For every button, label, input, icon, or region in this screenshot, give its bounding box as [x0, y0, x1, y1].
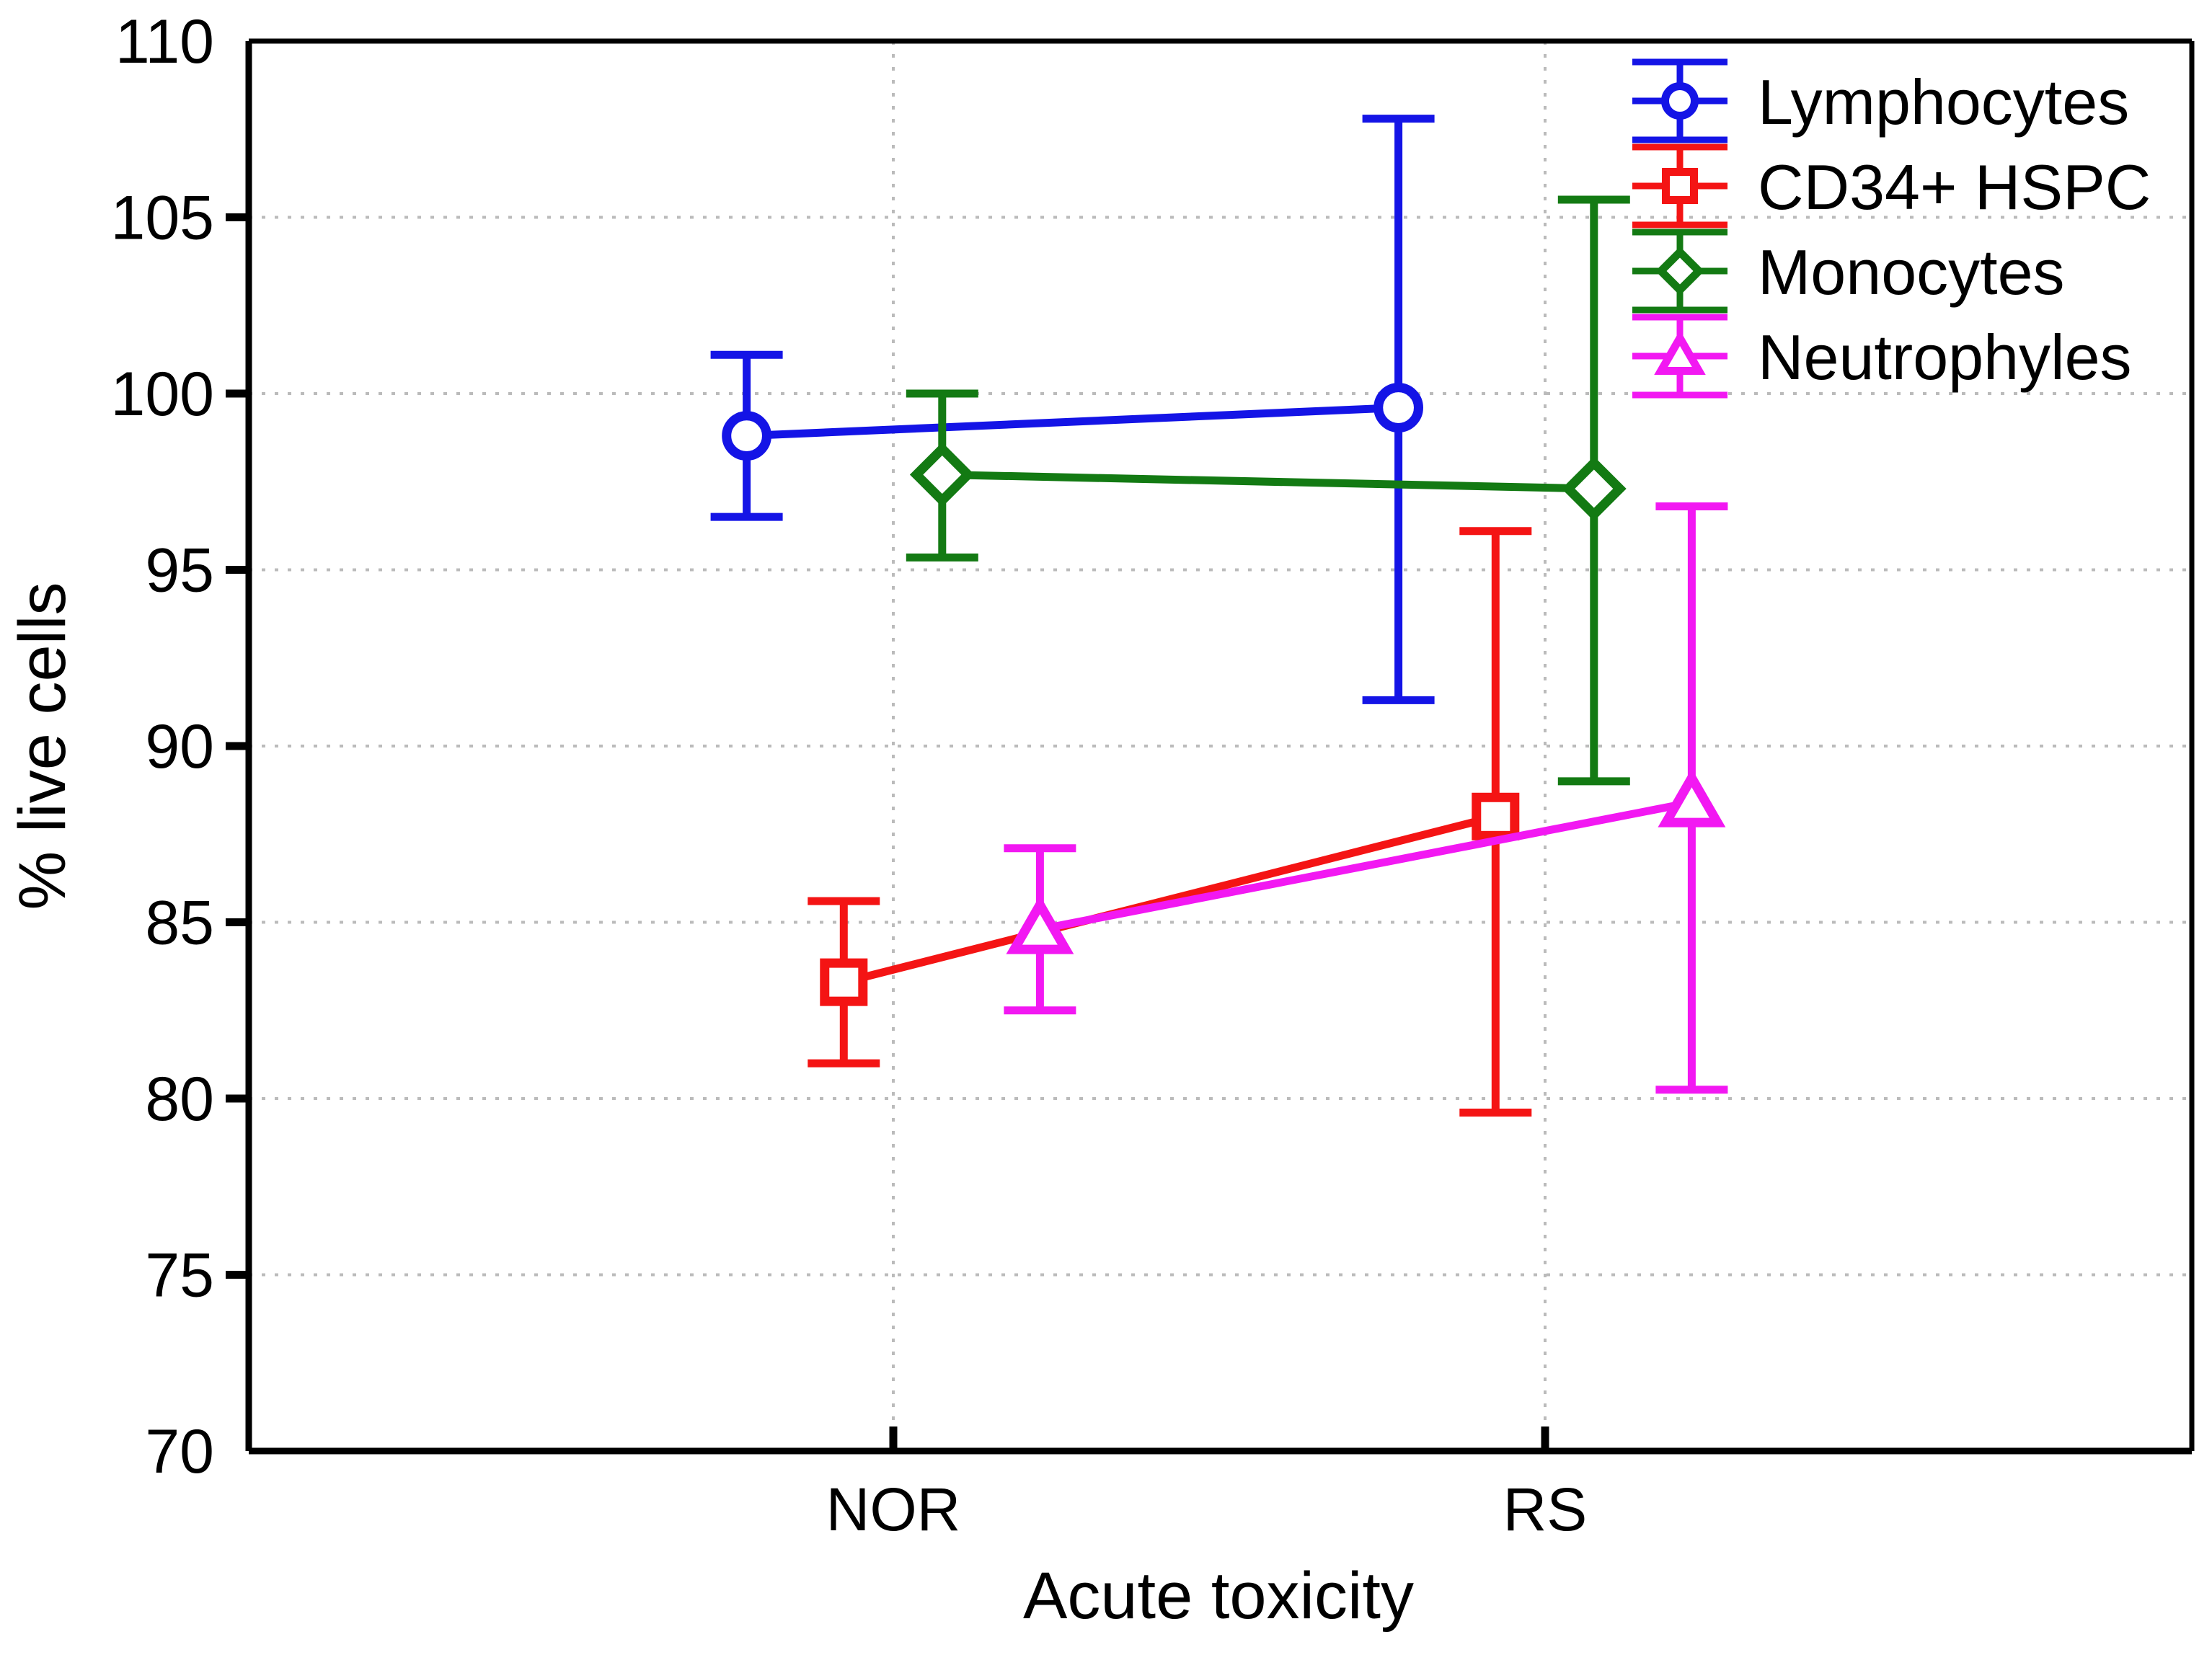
- data-point: [1373, 383, 1423, 432]
- legend-label: CD34+ HSPC: [1758, 151, 2151, 223]
- series-line: [746, 404, 1399, 440]
- marker-circle: [1373, 383, 1423, 432]
- grid-lines: [249, 41, 2192, 1451]
- legend-item-lymphocytes[interactable]: Lymphocytes: [1632, 58, 2129, 143]
- series-cd34-hspc: [808, 527, 1532, 1117]
- legend-label: Neutrophyles: [1758, 321, 2132, 393]
- data-point: [820, 958, 868, 1006]
- y-tick-label: 80: [145, 1065, 214, 1134]
- marker-square: [1472, 792, 1520, 840]
- data-point: [1006, 895, 1074, 954]
- series-neutrophyles: [1004, 502, 1728, 1094]
- marker-diamond: [1655, 246, 1705, 296]
- legend-item-monocytes[interactable]: Monocytes: [1632, 228, 2065, 314]
- y-tick-label: 100: [111, 360, 215, 429]
- series-line: [1039, 798, 1693, 933]
- x-axis-title: Acute toxicity: [1023, 1559, 1414, 1633]
- y-tick-label: 95: [145, 536, 214, 605]
- marker-triangle: [1658, 768, 1726, 828]
- legend-marker: [1654, 329, 1706, 375]
- x-tick-label: NOR: [826, 1476, 961, 1543]
- marker-triangle: [1006, 895, 1074, 954]
- data-series-layer: [710, 115, 1728, 1117]
- y-tick-label: 75: [145, 1241, 214, 1310]
- marker-triangle: [1654, 329, 1706, 375]
- x-tick-label: RS: [1503, 1476, 1588, 1543]
- legend-label: Lymphocytes: [1758, 66, 2129, 138]
- y-tick-label: 70: [145, 1417, 214, 1486]
- marker-diamond: [909, 442, 975, 507]
- data-point: [1472, 792, 1520, 840]
- data-point: [1561, 456, 1627, 521]
- legend-item-cd34-hspc[interactable]: CD34+ HSPC: [1632, 143, 2151, 228]
- y-tick-label: 85: [145, 889, 214, 958]
- y-tick-label: 105: [111, 184, 215, 253]
- legend-marker: [1662, 168, 1698, 204]
- legend-marker: [1661, 82, 1699, 120]
- legend-label: Monocytes: [1758, 236, 2065, 308]
- series-monocytes: [906, 195, 1630, 786]
- series-line: [842, 812, 1497, 986]
- legend-item-neutrophyles[interactable]: Neutrophyles: [1632, 314, 2132, 399]
- series-lymphocytes: [710, 115, 1435, 704]
- data-point: [722, 411, 771, 461]
- y-axis-ticks: 110 105 100 95 90 85 80 75 70: [111, 7, 249, 1486]
- x-axis-ticks: NOR RS: [826, 1427, 1588, 1543]
- marker-square: [820, 958, 868, 1006]
- data-point: [1658, 768, 1726, 828]
- marker-circle: [1661, 82, 1699, 120]
- y-tick-label: 110: [115, 7, 214, 76]
- marker-circle: [722, 411, 771, 461]
- legend-marker: [1655, 246, 1705, 296]
- marker-diamond: [1561, 456, 1627, 521]
- data-point: [909, 442, 975, 507]
- series-line: [942, 470, 1594, 493]
- y-axis-title: % live cells: [6, 582, 79, 910]
- marker-square: [1662, 168, 1698, 204]
- y-tick-label: 90: [145, 712, 214, 781]
